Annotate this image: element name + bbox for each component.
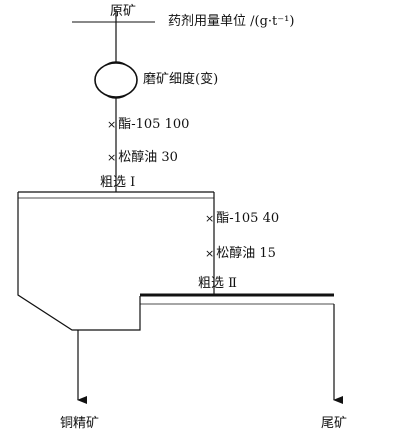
reagent-addition-icon: × <box>107 151 117 164</box>
reagent-addition-icon: × <box>107 118 117 131</box>
rougher-1-reagent-1: ×酯-105 100 <box>107 117 189 132</box>
reagent-name: 松醇油 <box>118 150 158 165</box>
concentrate-product-label: 铜精矿 <box>60 416 100 431</box>
reagent-name: 酯-105 <box>216 211 259 226</box>
rougher-2-label: 粗选 Ⅱ <box>198 276 237 291</box>
reagent-dosage: 40 <box>262 211 280 226</box>
reagent-addition-icon: × <box>205 212 215 225</box>
rougher-1-reagent-2: ×松醇油 30 <box>107 150 178 165</box>
rougher-1-cell-outline <box>17 192 141 331</box>
rougher-2-reagent-1: ×酯-105 40 <box>205 211 279 226</box>
reagent-dosage: 100 <box>164 117 190 132</box>
rougher-1-label: 粗选 Ⅰ <box>100 175 136 190</box>
dosage-unit-header: 药剂用量单位 /(g·t⁻¹) <box>168 14 295 29</box>
reagent-dosage: 15 <box>259 246 276 261</box>
grinding-label: 磨矿细度(变) <box>143 72 219 87</box>
rougher-2-reagent-2: ×松醇油 15 <box>205 246 276 261</box>
reagent-name: 松醇油 <box>216 246 256 261</box>
tailings-product-label: 尾矿 <box>321 416 348 431</box>
feed-label: 原矿 <box>110 4 137 19</box>
reagent-addition-icon: × <box>205 247 215 260</box>
reagent-dosage: 30 <box>161 150 178 165</box>
reagent-name: 酯-105 <box>118 117 161 132</box>
